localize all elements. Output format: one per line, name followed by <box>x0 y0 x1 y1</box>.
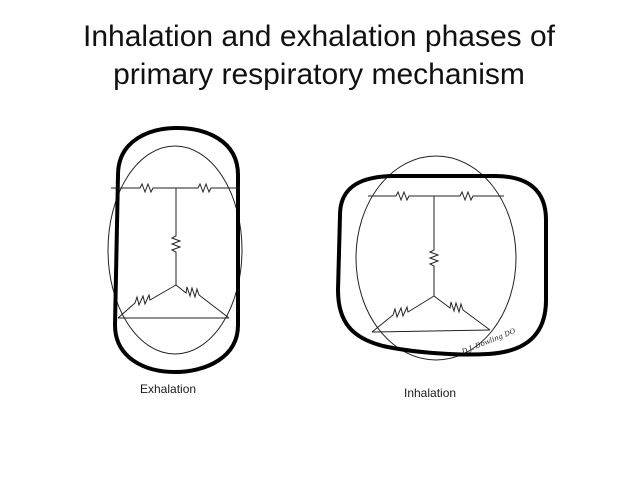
slide-title: Inhalation and exhalation phases of prim… <box>0 18 638 94</box>
exhalation-reference-outline <box>107 145 243 355</box>
inhalation-label: Inhalation <box>404 386 456 400</box>
inhalation-base-chord <box>371 329 491 333</box>
exhalation-vertical-spring-chord <box>170 188 182 285</box>
slide-title-line-2: primary respiratory mechanism <box>113 58 525 91</box>
exhalation-phase-outline <box>113 126 240 374</box>
inhalation-figure: D.J. Dowling DO Inhalation <box>336 155 548 400</box>
inhalation-phase-outline <box>336 174 548 357</box>
exhalation-lower-left-spring-chord <box>117 284 177 319</box>
exhalation-figure: Exhalation <box>107 126 243 396</box>
inhalation-reference-outline <box>355 155 517 361</box>
slide-title-line-1: Inhalation and exhalation phases of <box>82 20 556 53</box>
inhalation-top-spring-chord <box>368 190 504 202</box>
inhalation-lower-right-spring-chord <box>433 295 491 331</box>
inhalation-lower-left-spring-chord <box>371 295 435 333</box>
exhalation-label: Exhalation <box>140 382 196 396</box>
inhalation-vertical-spring-chord <box>428 196 440 296</box>
exhalation-lower-right-spring-chord <box>175 284 230 319</box>
